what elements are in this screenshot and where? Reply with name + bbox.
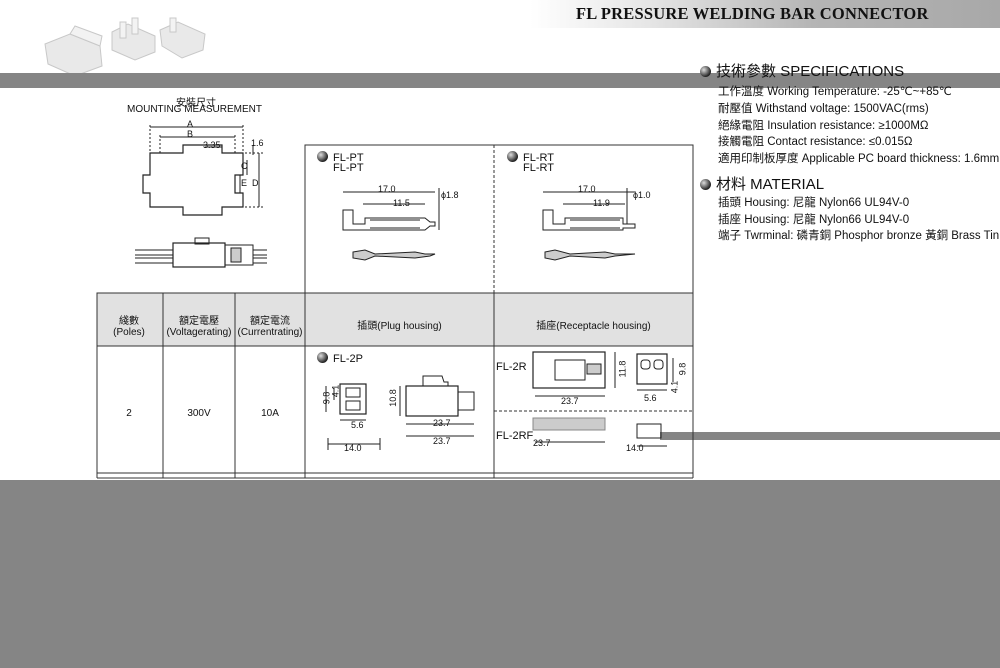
plug-dim-23-7-b: 23.7: [433, 436, 451, 446]
gray-band-mid: [660, 432, 1000, 440]
terminal-pt-label: FL-PT: [317, 151, 364, 164]
spec-withstand-voltage: 耐壓值 Withstand voltage: 1500VAC(rms): [718, 103, 929, 115]
plug-dim-14-0: 14.0: [344, 443, 362, 453]
spec-working-temperature: 工作溫度 Working Temperature: -25℃~+85℃: [718, 86, 952, 98]
plug-drawing: [325, 375, 475, 450]
material-heading-text: 材料 MATERIAL: [716, 176, 825, 193]
receptacle-drawing: [532, 351, 674, 447]
terminal-rt-drawing: [542, 188, 636, 261]
recep-dim-14-0: 14.0: [626, 443, 644, 453]
pt-dim-length: 17.0: [378, 184, 396, 194]
dim-1-6: 1.6: [251, 138, 264, 148]
rt-dim-inner: 11.9: [593, 198, 610, 208]
plug-dim-23-7-a: 23.7: [433, 418, 451, 428]
recep-name-1: FL-2R: [496, 361, 527, 373]
dim-d: D: [252, 178, 259, 188]
plug-name: FL-2P: [333, 353, 363, 365]
dim-a: A: [187, 119, 194, 129]
bullet-icon: [700, 179, 711, 190]
terminal-pt-drawing: [342, 188, 440, 261]
pt-dim-inner: 11.5: [393, 198, 410, 208]
recep-name-2: FL-2RF: [496, 430, 534, 442]
rt-dim-diameter: ϕ1.0: [633, 190, 651, 200]
specifications-heading: 技術參數 SPECIFICATIONS: [700, 60, 904, 81]
terminal-rt-name-1: FL-RT: [523, 152, 554, 164]
mounting-label-en: MOUNTING MEASUREMENT: [127, 104, 262, 115]
header-current-cn: 額定電流: [250, 316, 290, 327]
mounting-drawing: [135, 125, 267, 268]
header-poles-en: (Poles): [113, 327, 145, 338]
spec-contact-resistance: 接觸電阻 Contact resistance: ≤0.015Ω: [718, 136, 913, 148]
bullet-icon: [700, 66, 711, 77]
title-bar: [530, 0, 1000, 28]
cell-poles: 2: [126, 408, 132, 419]
plug-dim-5-6: 5.6: [351, 420, 364, 430]
header-poles: 綫數 (Poles): [97, 312, 161, 338]
header-plug-housing: 插頭(Plug housing): [357, 321, 442, 332]
header-voltage-en: (Voltagerating): [166, 327, 232, 338]
header-current-en: (Currentrating): [237, 327, 303, 338]
header-voltage-cn: 額定電壓: [179, 316, 219, 327]
recep-dim-9-8: 9.8: [677, 362, 688, 376]
recep-dim-4-1: 4.1: [669, 380, 680, 394]
gray-footer: [0, 480, 1000, 668]
plug-label: FL-2P: [317, 352, 363, 365]
header-receptacle-housing: 插座(Receptacle housing): [536, 321, 651, 332]
material-receptacle-housing: 插座 Housing: 尼龍 Nylon66 UL94V-0: [718, 214, 910, 226]
cell-current: 10A: [261, 408, 279, 419]
bullet-icon: [317, 352, 328, 363]
header-voltage: 額定電壓 (Voltagerating): [163, 312, 235, 338]
cell-voltage: 300V: [187, 408, 211, 419]
terminal-pt-name-1: FL-PT: [333, 152, 364, 164]
mounting-label-cn: 安裝尺寸: [176, 98, 216, 109]
product-photos: [44, 17, 206, 76]
page-title: FL PRESSURE WELDING BAR CONNECTOR: [576, 4, 929, 23]
pt-dim-diameter: ϕ1.8: [441, 190, 459, 200]
terminal-rt-name-2: FL-RT: [523, 162, 554, 174]
material-terminal: 端子 Twrminal: 磷青銅 Phosphor bronze 黃銅 Bras…: [718, 230, 1000, 242]
spec-insulation-resistance: 絕緣電阻 Insulation resistance: ≥1000MΩ: [718, 120, 929, 132]
recep-dim-23-7-b: 23.7: [533, 438, 551, 448]
material-plug-housing: 插頭 Housing: 尼龍 Nylon66 UL94V-0: [718, 197, 910, 209]
header-current: 額定電流 (Currentrating): [235, 312, 305, 338]
dim-b: B: [187, 129, 194, 139]
spec-table-grid: [96, 144, 694, 479]
spec-pc-board-thickness: 適用印制板厚度 Applicable PC board thickness: 1…: [718, 153, 1000, 165]
spec-heading-cn: 技術參數: [716, 63, 777, 80]
plug-dim-4-1: 4.1: [330, 384, 341, 398]
header-poles-cn: 綫數: [119, 316, 139, 327]
dim-c: C: [241, 161, 248, 171]
rt-dim-length: 17.0: [578, 184, 596, 194]
dim-e: E: [241, 178, 248, 188]
recep-dim-23-7: 23.7: [561, 396, 579, 406]
recep-dim-5-6: 5.6: [644, 393, 657, 403]
gray-band-top: [0, 73, 1000, 88]
bullet-icon: [507, 151, 518, 162]
plug-dim-10-8: 10.8: [387, 389, 398, 407]
bullet-icon: [317, 151, 328, 162]
recep-dim-11-8: 11.8: [617, 360, 628, 378]
terminal-pt-name-2: FL-PT: [333, 162, 364, 174]
spec-heading-en: SPECIFICATIONS: [780, 63, 905, 80]
material-heading: 材料 MATERIAL: [700, 173, 824, 194]
dim-3-35: 3.35: [203, 140, 221, 150]
terminal-rt-label: FL-RT: [507, 151, 554, 164]
